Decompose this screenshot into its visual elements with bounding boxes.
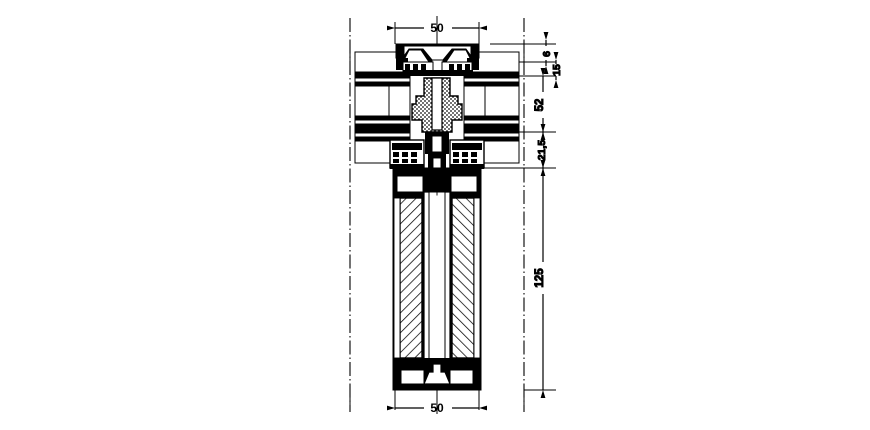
aluminium-mullion-box [392, 167, 482, 391]
dimension-pressure-plate-label: 15 [551, 64, 563, 76]
dimension-mullion-depth-label: 125 [534, 268, 546, 288]
insulating-glass-unit [354, 51, 520, 164]
foot-centre-rib [423, 363, 451, 385]
dimension-bottom-width-label: 50 [430, 401, 444, 415]
dimension-cap-height-label: 6 [541, 51, 553, 57]
thermal-break-core-void [431, 77, 443, 131]
polyamide-isolator [411, 77, 463, 133]
dimension-glass-zone-label: 52 [534, 99, 546, 112]
mullion-wall-left [399, 197, 423, 359]
dimension-top-width: 50 [387, 21, 487, 35]
cap-inner-void [403, 45, 472, 61]
mullion-wall-right [451, 197, 475, 359]
dimension-bead-zone-label: 21,5 [536, 140, 548, 161]
dimension-bottom-width: 50 [387, 401, 487, 415]
epdm-gasket-left [389, 139, 425, 169]
aluminium-cover-cap [395, 43, 480, 70]
dimension-top-width-label: 50 [430, 21, 444, 35]
epdm-gasket-right [449, 139, 485, 169]
reference-lines [349, 16, 525, 414]
pressure-plate-zone [402, 61, 473, 76]
mullion-foot-flange [393, 358, 481, 390]
